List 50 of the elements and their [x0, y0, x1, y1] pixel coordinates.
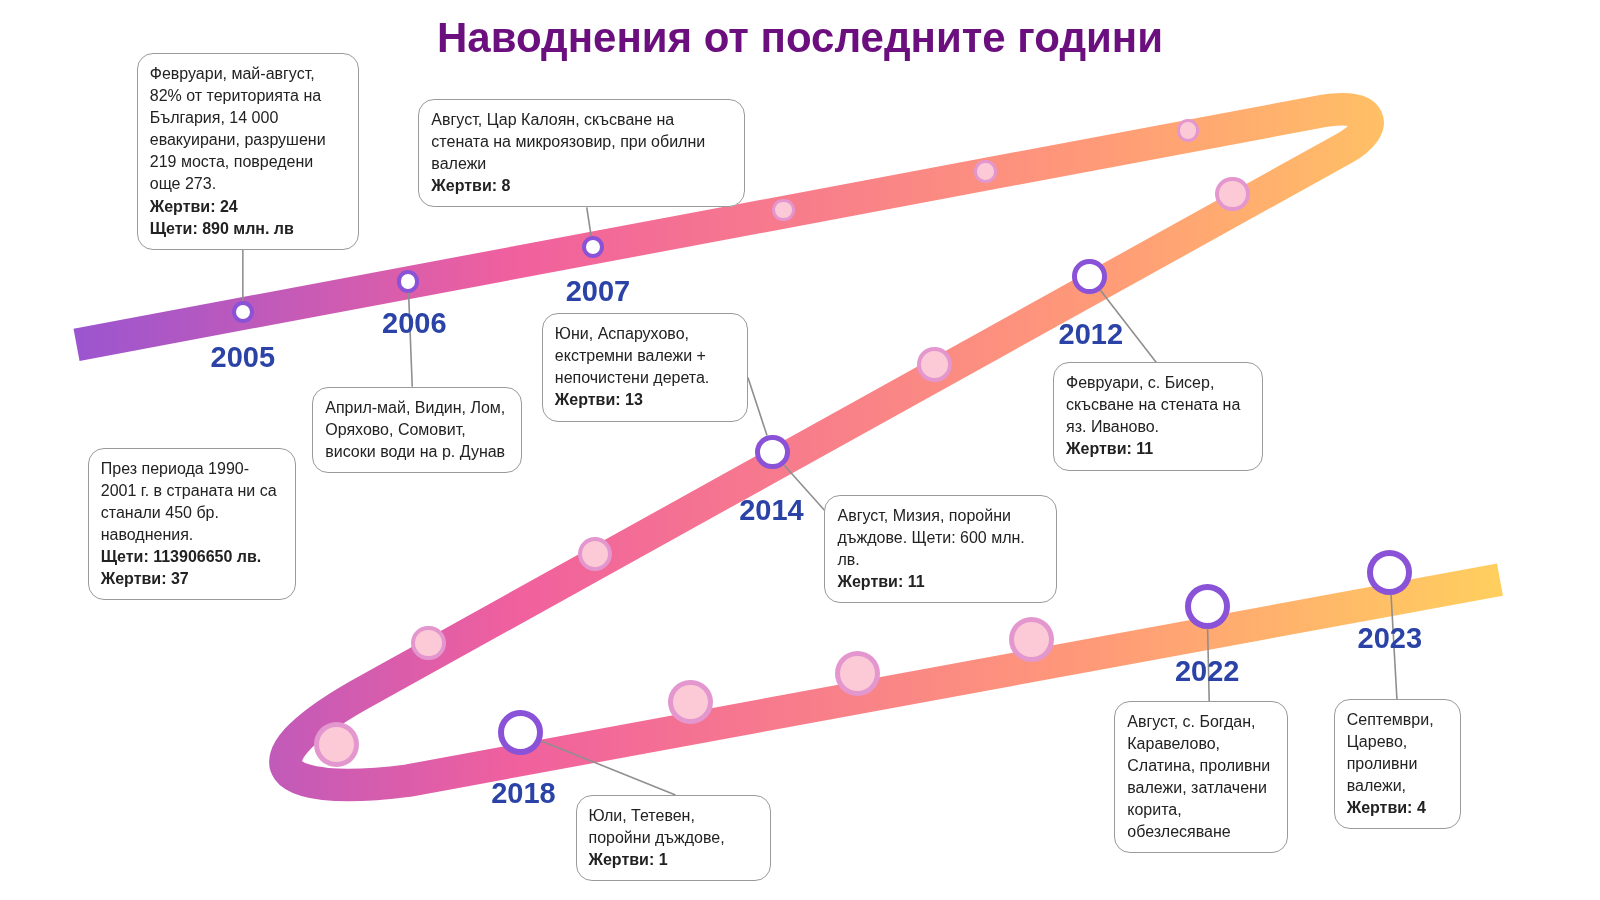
timeline-marker [668, 679, 714, 725]
leader-line [1099, 289, 1157, 364]
timeline-marker [834, 651, 880, 696]
timeline-marker [1072, 259, 1108, 294]
callout-text: През периода 1990-2001 г. в страната ни са станали 450 бр. наводнения. Щети: 113906650 лв. Жертви: 37 [100, 458, 278, 590]
callout-text: Февруари, май-август, 82% от територията на България, 14 000 евакуирани, разрушени 219 моста, повредени още 273. Жертви: 24 Щети: 890 млн. лв [149, 64, 327, 239]
callout-text: Август, Мизия, поройни дъждове. Щети: 600 млн. лв. Жертви: 11 [837, 505, 1026, 593]
callout-box [1053, 362, 1264, 471]
leader-line [783, 464, 826, 511]
callout-box [87, 447, 296, 601]
timeline-marker [974, 160, 997, 183]
year-label: 2018 [491, 776, 556, 810]
leader-line [540, 740, 677, 796]
callout-text: Август, Цар Калоян, скъсване на стената на микроязовир, при обилни валежи Жертви: 8 [431, 109, 707, 197]
callout-box [1114, 701, 1288, 854]
timeline-marker [497, 710, 543, 756]
leader-line [1206, 627, 1210, 702]
timeline-marker [1367, 550, 1413, 595]
timeline-marker [314, 722, 360, 768]
callout-box [824, 494, 1058, 604]
callout-box [312, 386, 523, 473]
year-label: 2006 [382, 306, 447, 340]
callout-text: Февруари, с. Бисер, скъсване на стената на яз. Иваново. Жертви: 11 [1066, 373, 1242, 460]
callout-text: Септември, Царево, проливни валежи, Жертви: 4 [1346, 709, 1435, 819]
callout-text: Април-май, Видин, Лом, Оряхово, Сомовит, високи води на р. Дунав [325, 397, 507, 462]
timeline-marker [1184, 583, 1230, 629]
title: Наводнения от последните години [435, 14, 1165, 62]
callout-text: Август, с. Богдан, Каравелово, Слатина, проливни валежи, затлачени корита, обезлесяване [1127, 712, 1272, 843]
callout-box [541, 313, 748, 422]
leader-line [747, 376, 768, 437]
callout-box [1333, 698, 1462, 830]
callout-box [136, 53, 360, 250]
timeline-marker [1009, 617, 1055, 663]
year-label: 2023 [1357, 621, 1423, 655]
year-label: 2007 [565, 274, 631, 308]
callout-text: Юли, Тетевен, поройни дъждове, Жертви: 1 [588, 805, 726, 871]
timeline-marker [755, 434, 790, 470]
year-label: 2005 [210, 340, 276, 374]
year-label: 2014 [739, 493, 804, 527]
timeline-marker [1215, 176, 1250, 212]
callout-box [575, 794, 772, 882]
callout-box [418, 98, 745, 208]
year-label: 2022 [1174, 654, 1240, 688]
timeline-marker [411, 625, 446, 661]
leader-line [1390, 594, 1398, 700]
callout-text: Юни, Аспарухово, екстремни валежи + непочистени дерета. Жертви: 13 [554, 324, 711, 411]
leader-line [407, 292, 414, 388]
leader-line [242, 248, 244, 302]
year-label: 2012 [1058, 317, 1124, 351]
leader-line [585, 206, 592, 237]
